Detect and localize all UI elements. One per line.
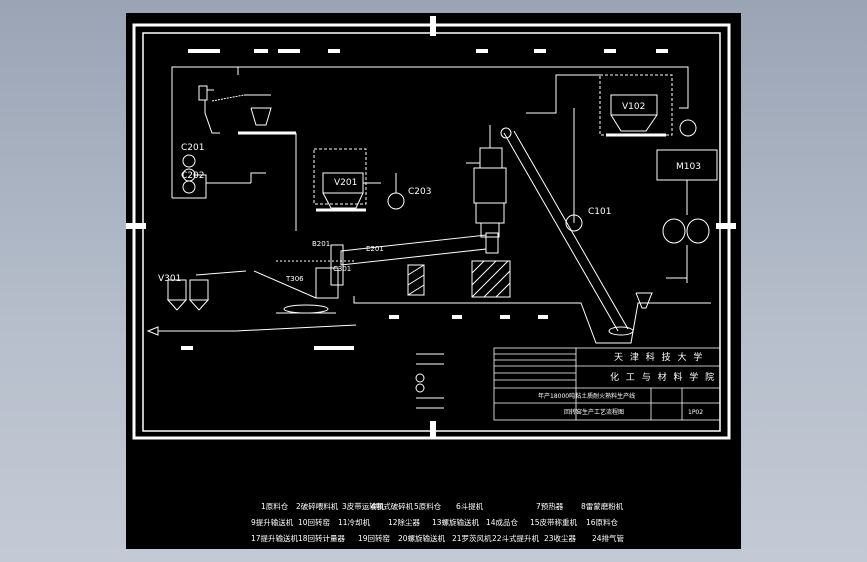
legend-item: 8雷蒙磨粉机	[581, 501, 624, 511]
c202-label: C202	[181, 171, 204, 181]
legend-item: 21罗茨风机	[452, 533, 492, 543]
c301-label: C301	[333, 265, 351, 273]
legend-item: 11冷却机	[338, 517, 371, 527]
drawing-name: 回转窑生产工艺流程图	[564, 408, 624, 416]
c203-label: C203	[408, 187, 431, 197]
title-block	[493, 347, 721, 421]
project-name: 年产18000吨粘土质耐火熟料生产线	[538, 392, 635, 400]
e201-label: E201	[366, 245, 384, 253]
rotary-kiln-e201	[330, 232, 499, 286]
v201-unit	[295, 133, 381, 231]
center-mark-top	[430, 16, 436, 36]
legend-item: 19回转窑	[358, 533, 391, 543]
bucket-elevator	[500, 127, 634, 336]
process-flow-drawing: C201 C202 V201 C203 E201 B201 C301	[126, 16, 736, 543]
legend-item: 1原料仓	[261, 501, 289, 511]
v102-unit	[526, 74, 697, 223]
equipment-legend: 1原料仓 2破碎喂料机 3皮带运输机 4颚式破碎机 5原料仓 6斗提机 7预热器…	[251, 501, 625, 543]
legend-item: 3皮带运输机	[342, 501, 385, 511]
legend-item: 9提升输送机	[251, 517, 294, 527]
legend-item: 5原料仓	[414, 501, 442, 511]
legend-item: 4颚式破碎机	[371, 501, 414, 511]
legend-item: 24排气管	[592, 533, 625, 543]
b201-label: B201	[312, 240, 330, 248]
c201-label: C201	[181, 143, 204, 153]
legend-item: 7预热器	[536, 501, 564, 511]
c101-fan	[565, 214, 583, 232]
legend-item: 13螺旋输送机	[432, 517, 480, 527]
legend-item: 2破碎喂料机	[296, 501, 339, 511]
hopper-v205	[198, 85, 296, 135]
v201-label: V201	[334, 178, 357, 188]
center-mark-right	[716, 223, 736, 229]
college-name: 化 工 与 材 料 学 院	[610, 371, 716, 383]
ground-labels	[181, 315, 548, 350]
ground-line	[353, 296, 711, 344]
m103-unit	[635, 149, 718, 309]
blowers-c201-c202	[172, 154, 266, 199]
m103-label: M103	[676, 162, 701, 172]
center-mark-left	[126, 223, 146, 229]
gas-loop-lines	[171, 66, 689, 198]
kiln-supports	[407, 260, 511, 298]
legend-item: 12除尘器	[388, 517, 421, 527]
symbol-legend	[415, 353, 444, 409]
t306-label: T306	[285, 275, 304, 283]
drawing-number: 1P02	[688, 409, 703, 416]
v102-label: V102	[622, 102, 645, 112]
silos-v301	[166, 270, 247, 311]
legend-item: 15皮带称重机	[530, 517, 578, 527]
legend-item: 22斗式提升机	[492, 533, 540, 543]
top-stream-labels	[188, 49, 668, 53]
c203-fan	[387, 173, 405, 210]
v301-label: V301	[158, 274, 181, 284]
legend-item: 23收尘器	[544, 533, 577, 543]
legend-item: 20螺旋输送机	[398, 533, 446, 543]
legend-item: 10回转窑	[298, 517, 331, 527]
legend-item: 6斗提机	[456, 501, 484, 511]
preheater-tower	[466, 125, 507, 238]
c101-label: C101	[588, 207, 611, 217]
legend-item: 16原料仓	[586, 517, 619, 527]
cooler-conveyor	[253, 260, 356, 314]
legend-item: 18回转计量器	[298, 533, 346, 543]
drawing-viewport[interactable]: C201 C202 V201 C203 E201 B201 C301	[126, 13, 741, 549]
university-name: 天 津 科 技 大 学	[614, 351, 704, 363]
center-mark-bottom	[430, 421, 436, 437]
inner-frame	[142, 32, 721, 432]
product-outlet-arrow	[146, 324, 357, 336]
legend-item: 14成品仓	[486, 517, 519, 527]
legend-item: 17提升输送机	[251, 533, 299, 543]
